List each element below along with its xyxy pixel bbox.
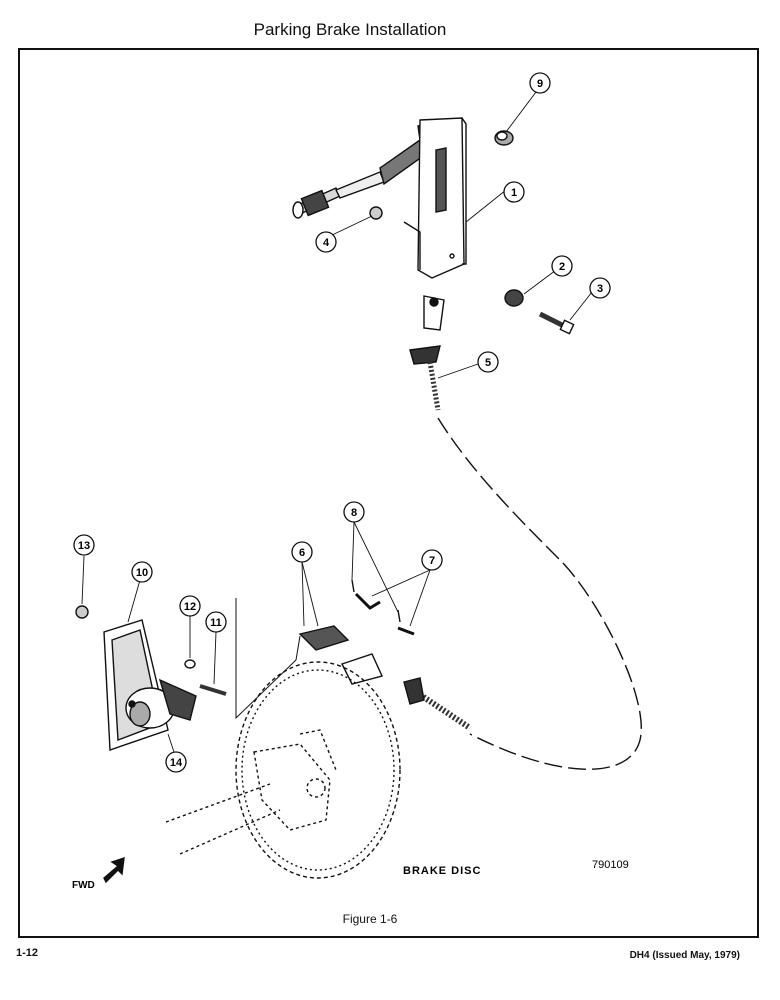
- callout-12: 12: [179, 595, 201, 617]
- svg-text:14: 14: [170, 757, 183, 769]
- callout-3: 3: [589, 277, 611, 299]
- driveshaft: [165, 729, 337, 855]
- callout-9: 9: [529, 72, 551, 94]
- callout-14: 14: [165, 751, 187, 773]
- washer-12: [184, 659, 196, 669]
- document-id: DH4 (Issued May, 1979): [629, 950, 740, 961]
- clevis-parts: [298, 579, 415, 685]
- svg-text:2: 2: [559, 261, 565, 273]
- callout-4: 4: [315, 231, 337, 253]
- callout-13: 13: [73, 534, 95, 556]
- callouts: 1 2 3 4 5 6 7 8 9 10 11 12 13 14: [73, 72, 611, 773]
- svg-text:3: 3: [597, 283, 603, 295]
- callout-6: 6: [291, 541, 313, 563]
- callout-1: 1: [503, 181, 525, 203]
- svg-text:6: 6: [299, 547, 305, 559]
- svg-text:8: 8: [351, 507, 357, 519]
- callout-5: 5: [477, 351, 499, 373]
- svg-text:4: 4: [323, 237, 330, 249]
- callout-11: 11: [205, 611, 227, 633]
- leader-lines: [81, 91, 593, 753]
- callout-8: 8: [343, 501, 365, 523]
- brake-disc-label: BRAKE DISC: [403, 865, 481, 877]
- svg-text:7: 7: [429, 555, 435, 567]
- cable-assembly: [403, 295, 642, 770]
- drawing-number: 790109: [592, 859, 629, 871]
- svg-text:1: 1: [511, 187, 517, 199]
- lever-handle: [292, 117, 467, 279]
- fwd-arrow-icon: [103, 856, 125, 884]
- svg-text:13: 13: [78, 540, 90, 552]
- figure-caption: Figure 1-6: [342, 912, 398, 926]
- svg-text:11: 11: [210, 617, 222, 629]
- callout-10: 10: [131, 561, 153, 583]
- svg-text:9: 9: [537, 78, 543, 90]
- page-title: Parking Brake Installation: [253, 20, 447, 39]
- caliper-assembly: [103, 619, 197, 751]
- callout-7: 7: [421, 549, 443, 571]
- bolt-11: [199, 684, 227, 696]
- callout-2: 2: [551, 255, 573, 277]
- nut-13: [75, 605, 89, 619]
- mounting-plate: [235, 598, 301, 720]
- nut-4: [369, 206, 383, 220]
- fwd-label: FWD: [72, 880, 95, 891]
- svg-text:5: 5: [485, 357, 491, 369]
- figure-frame: [18, 48, 759, 938]
- nut-9: [494, 130, 514, 146]
- svg-text:10: 10: [136, 567, 148, 579]
- page-number: 1-12: [16, 947, 39, 959]
- bolt-3: [538, 311, 575, 335]
- svg-text:12: 12: [184, 601, 196, 613]
- brake-disc: [235, 661, 401, 879]
- spacer-2: [504, 289, 524, 307]
